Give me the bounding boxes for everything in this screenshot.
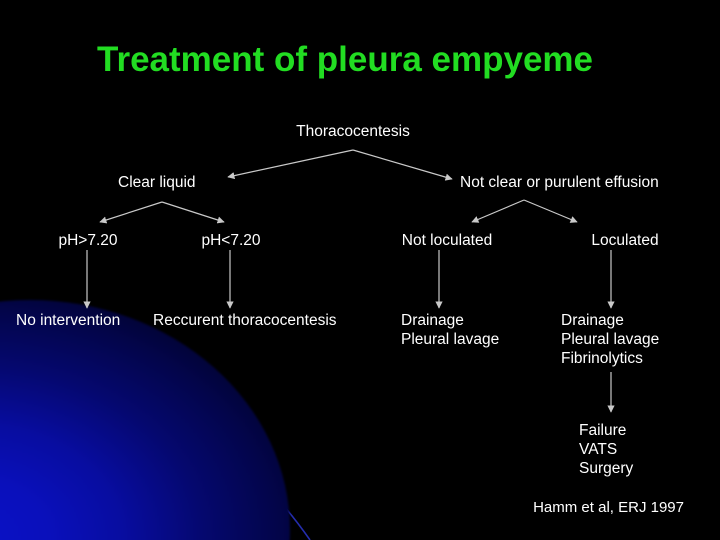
node-loculated: Loculated — [591, 232, 659, 249]
arc-dot-1 — [23, 344, 37, 358]
node-reccurent-thoracocentesis: Reccurent thoracocentesis — [153, 312, 337, 329]
arc-dot-2 — [97, 338, 115, 356]
arc-dots — [23, 338, 206, 501]
arc-line-1 — [0, 322, 251, 540]
arc-line-3 — [0, 358, 311, 540]
slide-title: Treatment of pleura empyeme — [97, 40, 593, 79]
connector-root-left — [227, 149, 354, 180]
citation-text: Hamm et al, ERJ 1997 — [533, 499, 684, 516]
connector-left-a — [99, 201, 163, 224]
node-ph-above-720: pH>7.20 — [58, 232, 118, 249]
node-clear-liquid: Clear liquid — [118, 174, 196, 191]
connector-left-b — [161, 201, 225, 224]
node-not-clear-or-purulent-effusion: Not clear or purulent effusion — [460, 174, 659, 191]
connector-right-a — [471, 199, 525, 223]
node-drainage-pleural-lavage-fibrinolytics: Drainage Pleural lavage Fibrinolytics — [561, 312, 660, 367]
node-failure-vats-surgery: Failure VATS Surgery — [579, 422, 634, 477]
node-drainage-pleural-lavage: Drainage Pleural lavage — [401, 312, 500, 348]
connector-right-b — [523, 199, 578, 223]
node-thoracocentesis: Thoracocentesis — [296, 123, 410, 140]
connector-root-right — [352, 149, 453, 181]
arc-dot-3 — [188, 483, 206, 501]
node-ph-below-720: pH<7.20 — [201, 232, 261, 249]
node-no-intervention: No intervention — [16, 312, 121, 329]
arc-line-2 — [0, 338, 279, 540]
blue-glow-shape — [0, 300, 290, 540]
node-not-loculated: Not loculated — [401, 232, 493, 249]
